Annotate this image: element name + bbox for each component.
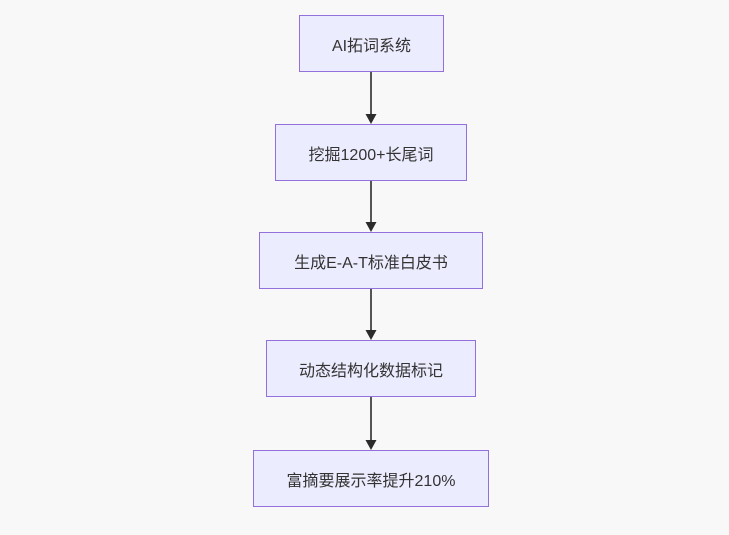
flow-node-rich-snippet-rate: 富摘要展示率提升210%	[253, 450, 489, 507]
flow-node-label: 生成E-A-T标准白皮书	[294, 254, 448, 272]
flow-node-label: 富摘要展示率提升210%	[286, 472, 456, 490]
flow-node-ai-word-expansion: AI拓词系统	[299, 15, 444, 72]
flow-node-label: AI拓词系统	[331, 37, 412, 55]
flow-node-structured-data-markup: 动态结构化数据标记	[266, 340, 476, 397]
edge-b-c	[365, 181, 377, 232]
flow-node-longtail-mining: 挖掘1200+长尾词	[275, 124, 467, 181]
flow-node-eat-whitepaper: 生成E-A-T标准白皮书	[259, 232, 483, 289]
flow-node-label: 动态结构化数据标记	[298, 362, 443, 380]
edge-a-b	[365, 72, 377, 124]
edge-c-d	[365, 289, 377, 340]
edge-d-e	[365, 397, 377, 450]
flow-node-label: 挖掘1200+长尾词	[308, 146, 434, 164]
